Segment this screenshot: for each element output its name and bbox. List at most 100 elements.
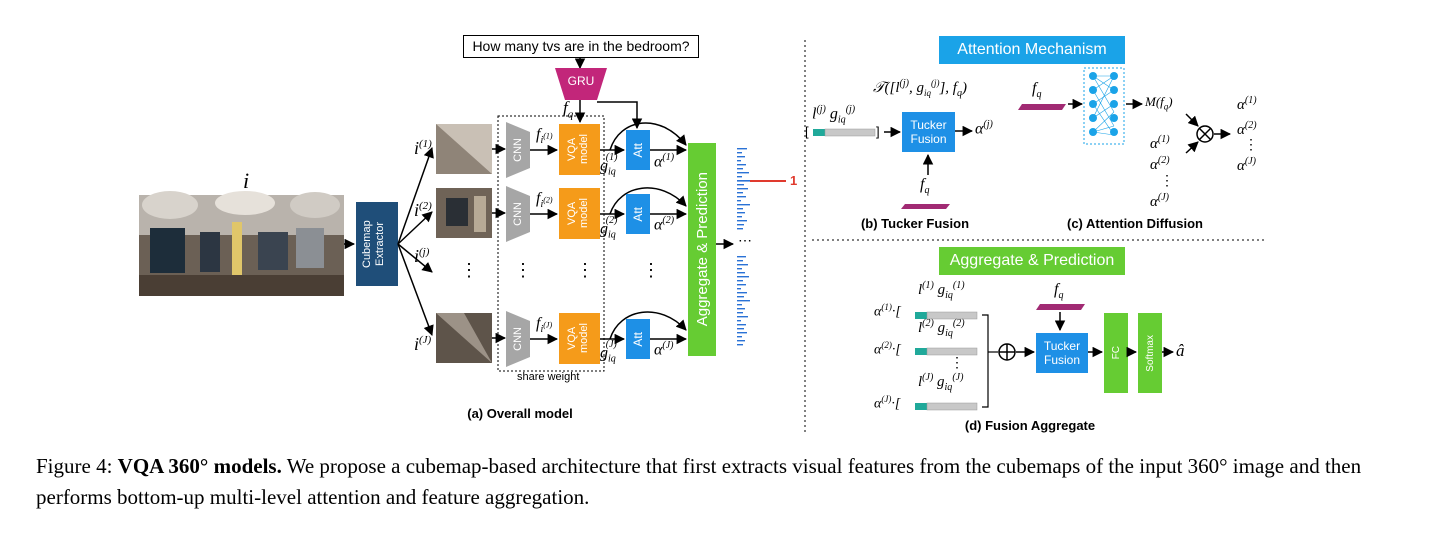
g-label-J: giq(J) [600, 339, 617, 365]
cubemap-extractor: Cubemap Extractor [356, 202, 398, 286]
tucker-formula: 𝒯([l(j), giq(j)], fq) [873, 78, 967, 99]
panel-c-title: (c) Attention Diffusion [1067, 216, 1203, 231]
hdots-output: ⋯ [738, 232, 752, 248]
alpha-j-output: α(j) [975, 119, 993, 138]
fc: FC [1104, 313, 1128, 393]
mlp-network [1092, 75, 1115, 136]
cnn-1: CNN [506, 132, 530, 168]
vdots-d: ⋮ [950, 354, 964, 370]
fi-label-1: fi(1) [536, 126, 553, 147]
att-1: Att [626, 130, 650, 170]
aggregate-prediction-label: Aggregate & Prediction [693, 172, 711, 327]
cnn-label-2: CNN [512, 202, 524, 226]
tucker-fusion-b: Tucker Fusion [902, 112, 955, 152]
alpha-c-J: α(J) [1237, 156, 1256, 174]
bracket-left-b: [ [805, 124, 809, 139]
aggregate-prediction-box: Aggregate & Prediction [688, 143, 716, 356]
att-2: Att [626, 194, 650, 234]
caption-text: We propose a cubemap-based architecture … [36, 454, 1362, 509]
attention-mechanism-header: Attention Mechanism [939, 36, 1125, 64]
softmax-box [1138, 313, 1162, 393]
answer-hat-label: â [1176, 341, 1185, 360]
cubemap-extractor-box [356, 202, 398, 286]
vdots-cnn: ⋮ [514, 260, 532, 280]
cubemap-extractor-label: Cubemap Extractor [361, 220, 386, 268]
fc-box [1104, 313, 1128, 393]
answer-one: 1 [790, 173, 798, 188]
fq-label-c: fq [1032, 80, 1042, 101]
fq-label-b: fq [920, 176, 930, 197]
tucker-fusion-box-b [902, 112, 955, 152]
vdots-att: ⋮ [642, 260, 660, 280]
alpha-d-2: α(2)·[ [874, 340, 901, 358]
alpha-c-left-1: α(1) [1150, 134, 1170, 152]
vqa-model-1: VQA model [559, 124, 600, 175]
vqa-label-1: VQA model [565, 134, 590, 165]
vqa-model-J: VQA model [559, 313, 600, 364]
caption-bold: VQA 360° models. [117, 454, 282, 478]
cnn-shape-2 [506, 186, 530, 242]
cnn-shape-3 [506, 311, 530, 367]
lg-d-2: l(2) giq(2) [918, 318, 965, 339]
cnn-label-3: CNN [512, 327, 524, 351]
share-weight-label: share weight [517, 371, 580, 383]
cnn-shape-1 [506, 122, 530, 178]
alpha-label-1: α(1) [654, 152, 675, 171]
att-label-1: Att [631, 142, 645, 158]
caption-prefix: Figure 4: [36, 454, 118, 478]
prediction-distribution [737, 148, 777, 346]
att-label-2: Att [631, 206, 645, 222]
panel-d-title: (d) Fusion Aggregate [964, 418, 1096, 433]
g-label-2: giq(2) [600, 215, 618, 241]
vqa-model-2: VQA model [559, 188, 600, 239]
cnn-label-1: CNN [512, 138, 524, 162]
mfq-label: M(fq) [1145, 94, 1173, 112]
aggregate-prediction-header: Aggregate & Prediction [939, 247, 1125, 275]
question-text: How many tvs are in the bedroom? [472, 38, 690, 54]
fi-label-J: fi(J) [536, 315, 553, 336]
panel-b-title: (b) Tucker Fusion [860, 216, 970, 231]
bracket-right-b: ] [876, 124, 880, 139]
fi-label-2: fi(2) [536, 190, 553, 211]
lg-d-J: l(J) giq(J) [918, 372, 964, 393]
vdots-thumbs: ⋮ [460, 260, 478, 280]
vqa-label-J: VQA model [565, 323, 590, 354]
vdots-c-left: ⋮ [1160, 172, 1174, 188]
fc-label: FC [1110, 346, 1122, 360]
cube-label-1: i(1) [414, 138, 432, 158]
alpha-c-left-2: α(2) [1150, 155, 1170, 173]
g-label-1: giq(1) [600, 152, 618, 178]
l-g-input-label: l(j) giq(j) [812, 104, 856, 126]
cube-face-thumbnails [436, 124, 492, 363]
att-J: Att [626, 319, 650, 359]
alpha-c-left-J: α(J) [1150, 192, 1169, 210]
cube-label-2: i(2) [414, 200, 432, 220]
panorama-image [139, 191, 344, 296]
alpha-d-J: α(J)·[ [874, 394, 901, 412]
share-weight-box [497, 115, 605, 372]
softmax: Softmax [1138, 313, 1162, 393]
tucker-fusion-d: Tucker Fusion [1036, 333, 1088, 373]
panel-a-title: (a) Overall model [467, 406, 573, 421]
vdots-c-right: ⋮ [1244, 136, 1258, 152]
alpha-c-1: α(1) [1237, 95, 1257, 113]
fq-label-d: fq [1054, 281, 1064, 302]
gru-label: GRU [567, 74, 595, 88]
alpha-c-2: α(2) [1237, 120, 1257, 138]
vdots-vqa: ⋮ [576, 260, 594, 280]
question-box: How many tvs are in the bedroom? [463, 35, 699, 58]
alpha-d-1: α(1)·[ [874, 302, 901, 320]
tucker-fusion-box-d [1036, 333, 1088, 373]
cnn-3: CNN [506, 321, 530, 357]
multiply-icon [1196, 125, 1214, 143]
cnn-2: CNN [506, 196, 530, 232]
gru-shape [555, 68, 607, 100]
vqa-label-2: VQA model [565, 198, 590, 229]
alpha-label-2: α(2) [654, 215, 675, 234]
alpha-label-J: α(J) [654, 340, 674, 359]
tucker-fusion-label-b: Tucker Fusion [910, 118, 947, 146]
lg-d-1: l(1) giq(1) [918, 280, 965, 301]
softmax-label: Softmax [1144, 334, 1156, 372]
cube-label-j: i(j) [414, 246, 430, 266]
